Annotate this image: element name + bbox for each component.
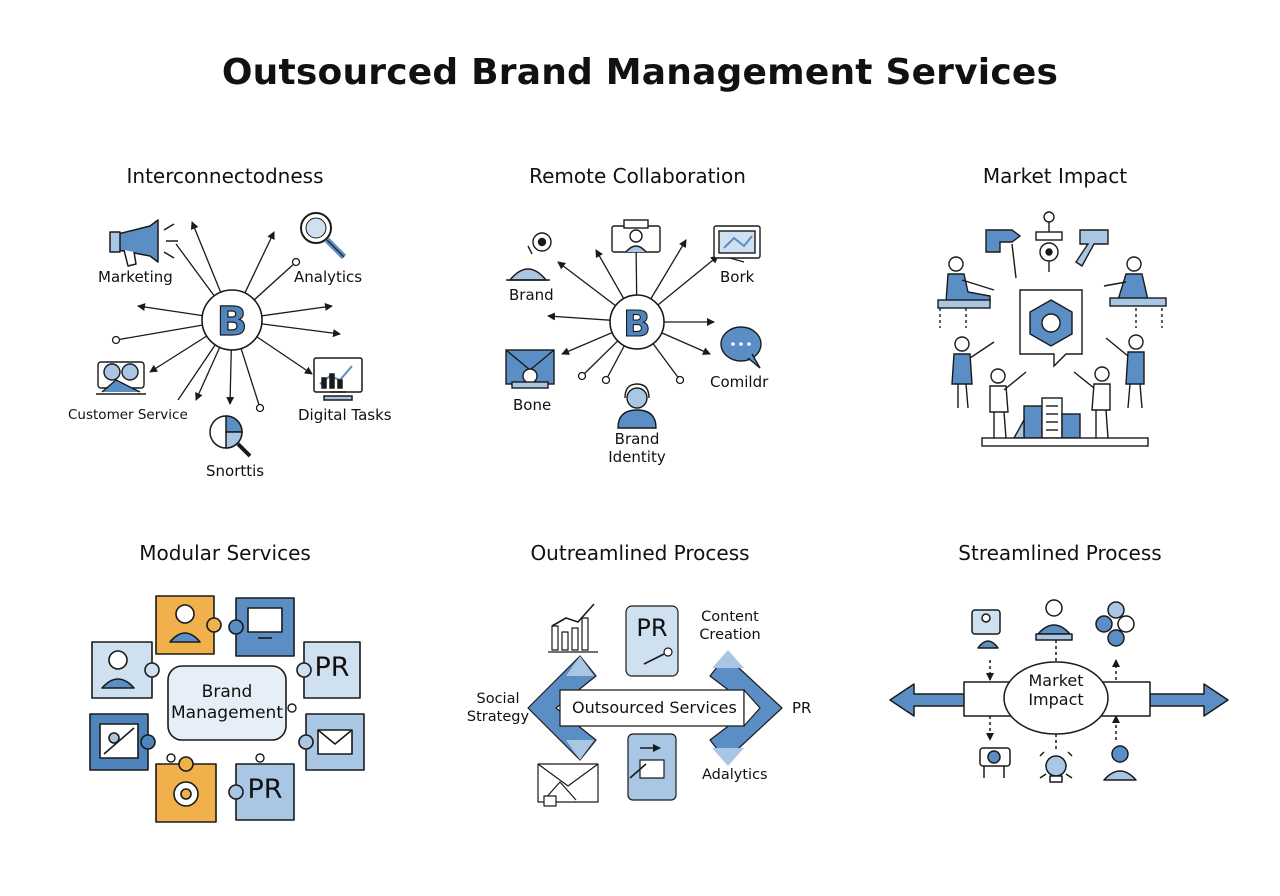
label-digital-tasks: Digital Tasks <box>298 406 392 424</box>
label-comildr: Comildr <box>710 373 769 391</box>
label-content-creation: Content Creation <box>699 609 761 643</box>
panel-title-market-impact: Market Impact <box>982 164 1128 188</box>
brand-person-icon <box>506 232 552 281</box>
panel-title-remote-collaboration: Remote Collaboration <box>529 164 746 188</box>
puzzle-diagram <box>89 595 365 823</box>
monitor-chat-icon <box>713 225 761 263</box>
label-bork: Bork <box>720 268 755 286</box>
label-market-impact-center: Market Impact <box>1028 671 1084 709</box>
page-title: Outsourced Brand Management Services <box>221 52 1059 93</box>
label-outsourced-services: Outsourced Services <box>572 698 737 717</box>
pie-magnifier-icon <box>209 415 252 458</box>
label-analytics: Analytics <box>294 268 363 286</box>
panel-title-modular-services: Modular Services <box>139 541 311 565</box>
process-arrows-diagram <box>527 603 783 807</box>
magnifier-icon <box>300 212 347 260</box>
hub-circle-1 <box>201 289 263 351</box>
puzzle-pr-top: PR <box>314 652 350 683</box>
label-adalytics: Adalytics <box>702 767 768 783</box>
camera-icon <box>611 219 661 253</box>
hub-letter-1: B <box>217 299 248 345</box>
customer-service-icon <box>96 361 146 395</box>
label-brand-identity: Brand Identity <box>608 430 666 466</box>
panel-title-interconnectedness: Interconnectodness <box>126 164 324 188</box>
megaphone-icon <box>109 219 178 267</box>
label-brand: Brand <box>509 286 554 304</box>
label-social-strategy: Social Strategy <box>466 691 530 725</box>
streamlined-process-diagram <box>889 599 1229 783</box>
computer-chart-icon <box>313 357 363 401</box>
label-marketing: Marketing <box>98 268 173 286</box>
puzzle-pr-bottom: PR <box>247 774 283 805</box>
panel-title-streamlined-process: Streamlined Process <box>958 541 1162 565</box>
label-pr: PR <box>792 699 812 717</box>
label-snorttis: Snorttis <box>206 462 265 480</box>
hub-circle-2 <box>609 294 665 350</box>
headset-person-icon <box>617 383 657 429</box>
market-impact-scene <box>937 211 1167 447</box>
speech-bubble-icon <box>720 326 762 369</box>
process-pr-box: PR <box>636 614 668 642</box>
puzzle-center-label: Brand Management <box>171 682 283 723</box>
panel-title-outreamlined-process: Outreamlined Process <box>530 541 750 565</box>
label-bone: Bone <box>513 396 552 414</box>
label-customer-service: Customer Service <box>68 407 188 423</box>
envelope-person-icon <box>505 349 555 389</box>
hub-letter-2: B <box>623 304 650 345</box>
